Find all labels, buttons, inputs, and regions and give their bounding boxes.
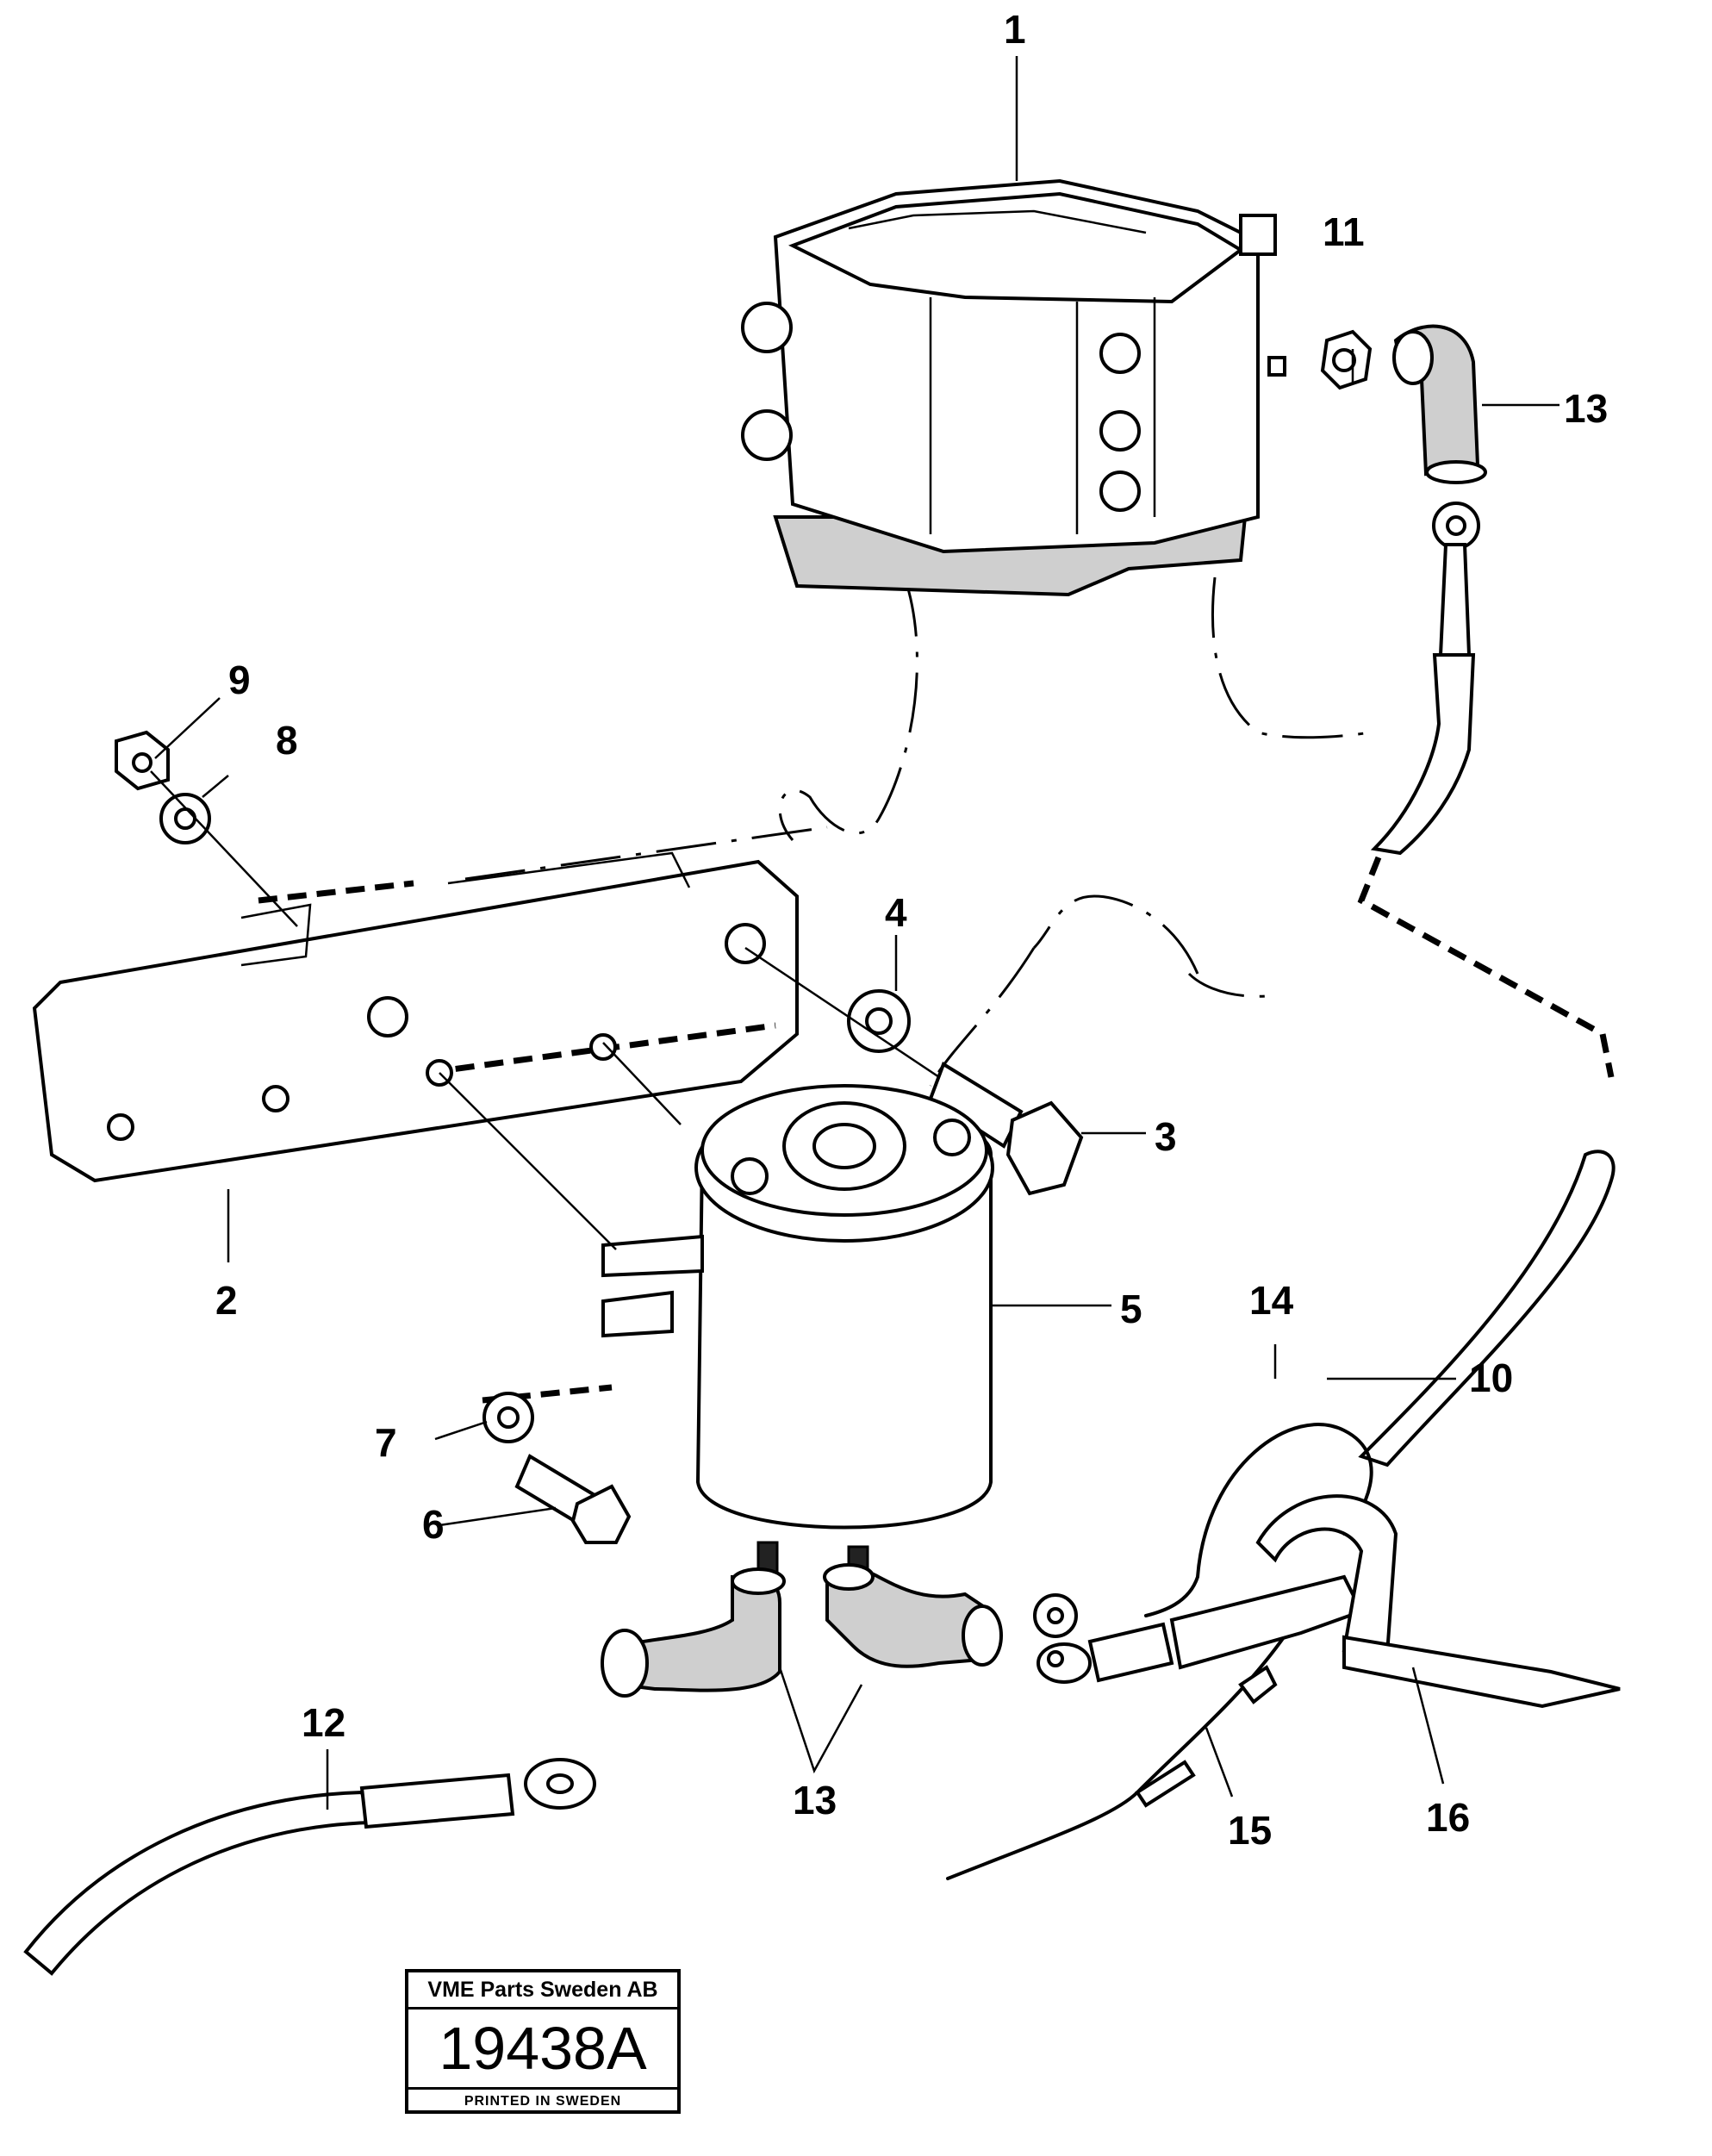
leader-lines (154, 56, 1559, 1810)
washer-part-8 (159, 793, 211, 844)
callout-2: 2 (215, 1278, 238, 1323)
callout-12: 12 (302, 1700, 346, 1745)
assembly-line-5b (602, 1042, 682, 1125)
phantom-outline (464, 576, 1371, 1087)
callout-6: 6 (422, 1502, 445, 1547)
callout-14: 14 (1249, 1278, 1294, 1323)
callout-9: 9 (228, 657, 251, 702)
callout-13b: 13 (793, 1778, 837, 1823)
wire-part-14 (1033, 1423, 1373, 1638)
callout-16: 16 (1426, 1795, 1470, 1840)
stamp-number: 19438A (408, 2010, 677, 2090)
cable-tie-part-16 (1255, 1494, 1621, 1709)
callout-5: 5 (1120, 1287, 1142, 1331)
bracket-part-2 (32, 851, 799, 1183)
callout-7: 7 (375, 1420, 397, 1465)
callout-labels: 1 2 3 4 5 6 7 8 9 10 11 12 13 13 14 15 1… (215, 7, 1608, 1853)
wire-part-15 (946, 1636, 1286, 1880)
callout-1: 1 (1004, 7, 1026, 52)
assembly-line-5 (439, 1072, 617, 1250)
cable-boot-lower-part-13 (601, 1563, 1003, 1698)
cable-boot-upper-part-13 (1392, 324, 1487, 484)
bolt-part-3 (928, 1062, 1084, 1196)
washer-part-4 (847, 989, 911, 1053)
relay-box-part-1 (741, 178, 1277, 597)
bolt-part-6 (514, 1454, 632, 1544)
stamp-printed: PRINTED IN SWEDEN (464, 2094, 622, 2109)
washer-part-7 (482, 1392, 534, 1443)
callout-4: 4 (885, 890, 907, 935)
stamp-company: VME Parts Sweden AB (408, 1972, 677, 2010)
cable-part-10 (1357, 502, 1616, 1467)
callout-10: 10 (1469, 1355, 1513, 1400)
solenoid-part-5 (601, 1084, 994, 1592)
callout-15: 15 (1228, 1808, 1272, 1853)
callout-8: 8 (276, 718, 298, 763)
assembly-line-9-8 (150, 770, 298, 927)
callout-13a: 13 (1564, 386, 1608, 431)
callout-3: 3 (1155, 1114, 1177, 1159)
cable-terminal-part-10 (1037, 1574, 1364, 1684)
publisher-stamp: VME Parts Sweden AB 19438A PRINTED IN SW… (405, 1969, 681, 2114)
cable-part-12 (23, 1758, 596, 1976)
callout-11: 11 (1323, 209, 1365, 254)
nut-part-11 (1267, 329, 1373, 390)
assembly-line-7 (482, 1384, 613, 1404)
assembly-line-4 (744, 946, 966, 1096)
